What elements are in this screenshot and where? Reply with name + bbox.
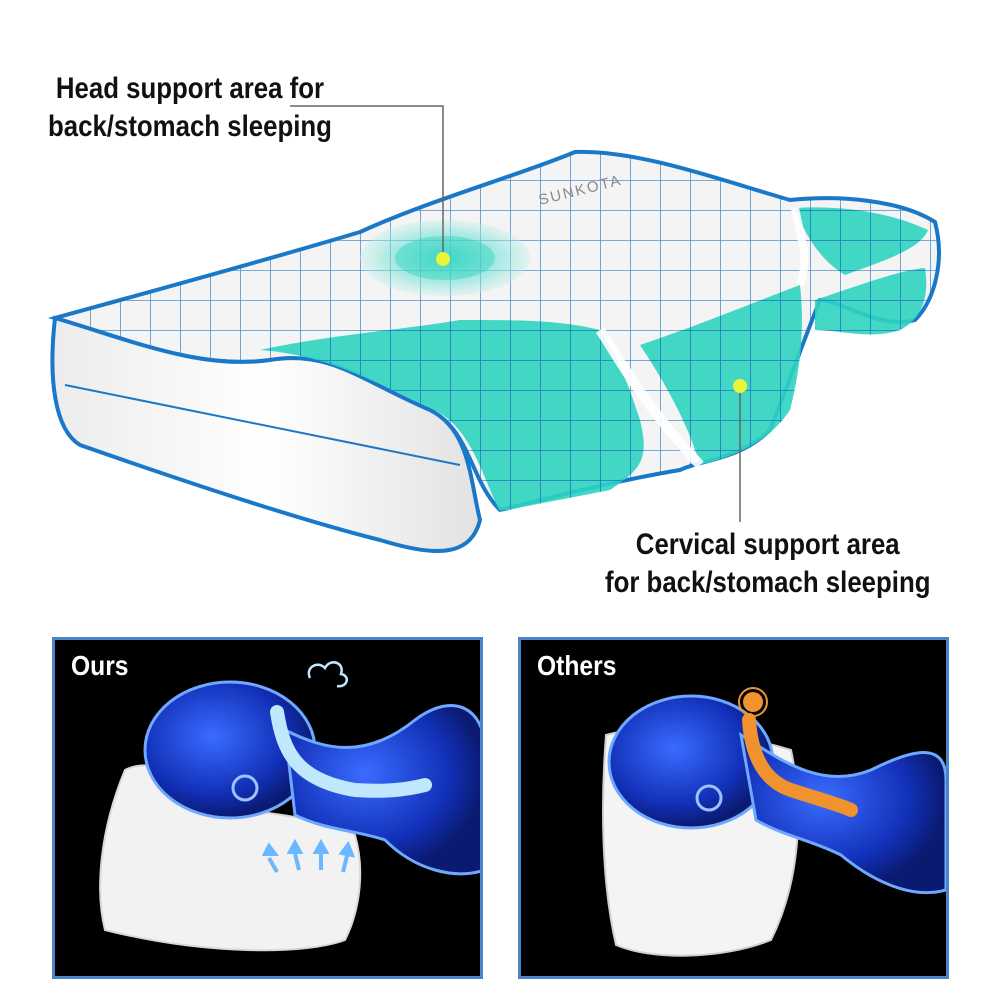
cervical-support-line2: for back/stomach sleeping (605, 566, 931, 599)
open-airway (270, 705, 432, 798)
blocked-airway (742, 713, 858, 817)
comparison-panel-others: Others (518, 637, 949, 979)
head-support-line1: Head support area for (55, 72, 324, 105)
head-support-callout: Head support area for back/stomach sleep… (48, 70, 332, 146)
head-callout-leader (290, 105, 444, 258)
breath-icon (307, 661, 349, 688)
panel-title-others: Others (537, 650, 617, 681)
others-illustration (602, 687, 946, 957)
panel-title-ours: Ours (71, 650, 129, 681)
head-support-line2: back/stomach sleeping (48, 110, 332, 143)
pillow-front-side (50, 315, 483, 554)
cervical-support-line1: Cervical support area (635, 528, 900, 561)
cervical-support-marker (733, 379, 747, 393)
cervical-support-callout: Cervical support area for back/stomach s… (605, 526, 930, 602)
comparison-panel-ours: Ours (52, 637, 483, 979)
pillow-illustration: SUNKOTA (47, 105, 941, 554)
support-arrows-icon (261, 838, 356, 873)
ours-illustration (99, 661, 480, 952)
obstruction-icon (738, 687, 768, 717)
head-support-marker (436, 252, 450, 266)
